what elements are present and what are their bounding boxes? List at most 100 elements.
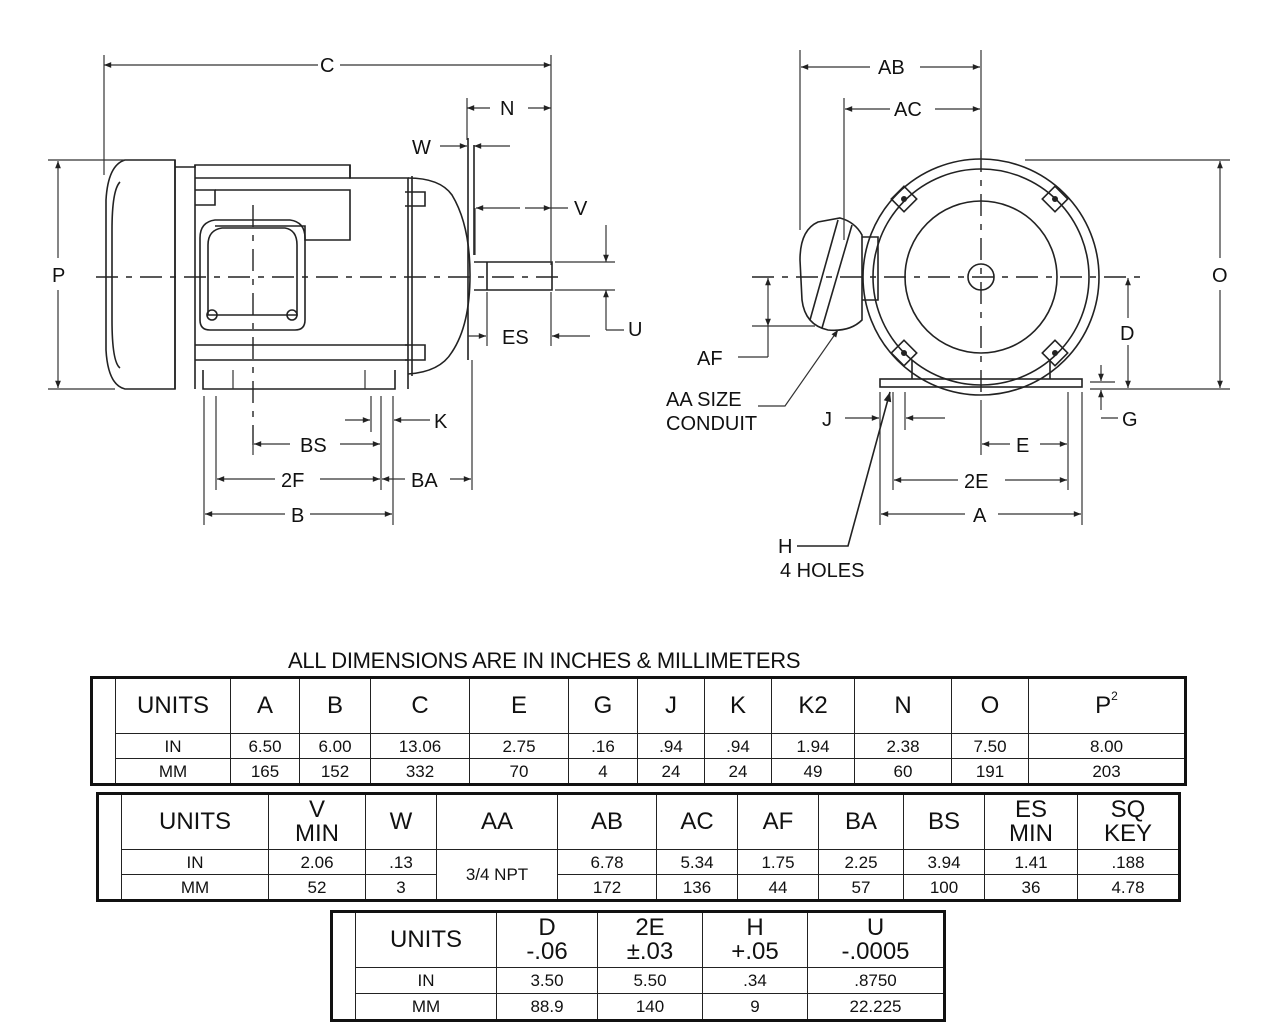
- cell: .16: [568, 733, 638, 759]
- table-row: IN 2.06 .13 3/4 NPT 6.78 5.34 1.75 2.25 …: [98, 849, 1180, 901]
- stub-cell: [97, 793, 122, 901]
- dim-label-h: H: [778, 536, 792, 558]
- cell: 6.50: [230, 733, 300, 759]
- col-header: BS: [903, 793, 985, 850]
- cell: .188: [1077, 849, 1180, 875]
- p-superscript: 2: [1111, 689, 1118, 703]
- col-header: AB: [557, 793, 657, 850]
- cell: 3.50: [496, 967, 598, 994]
- table-row: IN 3.50 5.50 .34 .8750: [332, 967, 945, 994]
- cell: 152: [299, 758, 371, 785]
- cell: 49: [771, 758, 855, 785]
- col-header: W: [365, 793, 437, 850]
- col-header: 2E±.03: [597, 911, 703, 968]
- col-header: E: [469, 677, 569, 734]
- unit-label: IN: [121, 849, 269, 875]
- table-row: MM 88.9 140 9 22.225: [332, 993, 945, 1021]
- col-header: AC: [656, 793, 738, 850]
- unit-label: MM: [121, 874, 269, 901]
- dim-label-2f: 2F: [281, 470, 304, 492]
- cell: 7.50: [951, 733, 1029, 759]
- col-header: O: [951, 677, 1029, 734]
- unit-label: MM: [355, 993, 497, 1021]
- col-header: H+.05: [702, 911, 808, 968]
- dimensions-table-1: UNITS A B C E G J K K2 N O P2 IN 6.50 6.…: [90, 676, 1187, 786]
- col-header: J: [637, 677, 705, 734]
- col-header: G: [568, 677, 638, 734]
- dim-label-v: V: [574, 198, 588, 220]
- dim-label-aa-size: AA SIZE: [666, 389, 742, 411]
- col-header: K: [704, 677, 772, 734]
- cell: 172: [557, 874, 657, 901]
- side-view: C N W V U ES P: [48, 55, 642, 527]
- dim-label-ac: AC: [894, 99, 922, 121]
- cell: 4.78: [1077, 874, 1180, 901]
- p-label: P: [1095, 692, 1112, 719]
- dim-label-j: J: [822, 409, 832, 431]
- dim-label-u: U: [628, 319, 642, 341]
- col-header: N: [854, 677, 952, 734]
- dim-label-conduit: CONDUIT: [666, 413, 757, 435]
- dim-label-c: C: [320, 55, 334, 77]
- dim-label-2e: 2E: [964, 471, 988, 493]
- dim-label-a: A: [973, 505, 987, 527]
- table-row: IN 6.50 6.00 13.06 2.75 .16 .94 .94 1.94…: [92, 733, 1186, 759]
- cell: 191: [951, 758, 1029, 785]
- aa-value-cell: 3/4 NPT: [436, 849, 558, 901]
- cell: 1.75: [737, 849, 819, 875]
- cell: 5.34: [656, 849, 738, 875]
- cell: 22.225: [807, 993, 945, 1021]
- cell: 44: [737, 874, 819, 901]
- dim-label-w: W: [412, 137, 431, 159]
- dim-label-g: G: [1122, 409, 1138, 431]
- cell: 13.06: [370, 733, 470, 759]
- cell: 5.50: [597, 967, 703, 994]
- unit-label: MM: [115, 758, 231, 785]
- col-header: AF: [737, 793, 819, 850]
- cell: 36: [984, 874, 1078, 901]
- cell: 332: [370, 758, 470, 785]
- table-row: MM 165 152 332 70 4 24 24 49 60 191 203: [92, 758, 1186, 785]
- dim-label-4-holes: 4 HOLES: [780, 560, 864, 582]
- col-header: C: [370, 677, 470, 734]
- col-header: BA: [818, 793, 904, 850]
- stub-cell: [331, 911, 356, 1021]
- cell: 60: [854, 758, 952, 785]
- cell: .94: [704, 733, 772, 759]
- table-header-row: UNITS D-.06 2E±.03 H+.05 U-.0005: [331, 911, 945, 1021]
- table-row: MM 52 3 172 136 44 57 100 36 4.78: [98, 874, 1180, 901]
- cell: 3.94: [903, 849, 985, 875]
- end-view: AB AC O D G AF AA SIZE CONDUIT: [666, 50, 1230, 582]
- col-header: U-.0005: [807, 911, 945, 968]
- cell: .8750: [807, 967, 945, 994]
- cell: 1.41: [984, 849, 1078, 875]
- side-motor-body: [96, 138, 560, 445]
- col-header: D-.06: [496, 911, 598, 968]
- cell: .34: [702, 967, 808, 994]
- cell: 2.06: [268, 849, 366, 875]
- cell: .13: [365, 849, 437, 875]
- unit-label: IN: [355, 967, 497, 994]
- dim-label-b: B: [291, 505, 304, 527]
- cell: .94: [637, 733, 705, 759]
- cell: 24: [704, 758, 772, 785]
- cell: 2.75: [469, 733, 569, 759]
- cell: 3: [365, 874, 437, 901]
- dim-label-ab: AB: [878, 57, 905, 79]
- dim-label-af: AF: [697, 348, 723, 370]
- cell: 70: [469, 758, 569, 785]
- dim-label-e: E: [1016, 435, 1029, 457]
- cell: 100: [903, 874, 985, 901]
- cell: 24: [637, 758, 705, 785]
- stub-cell: [91, 677, 116, 785]
- motor-drawing: C N W V U ES P: [48, 50, 1230, 582]
- units-header: UNITS: [121, 793, 269, 850]
- cell: 6.00: [299, 733, 371, 759]
- dim-label-p: P: [52, 265, 65, 287]
- dim-label-k: K: [434, 411, 448, 433]
- units-caption: ALL DIMENSIONS ARE IN INCHES & MILLIMETE…: [288, 648, 801, 673]
- dim-label-es: ES: [502, 327, 529, 349]
